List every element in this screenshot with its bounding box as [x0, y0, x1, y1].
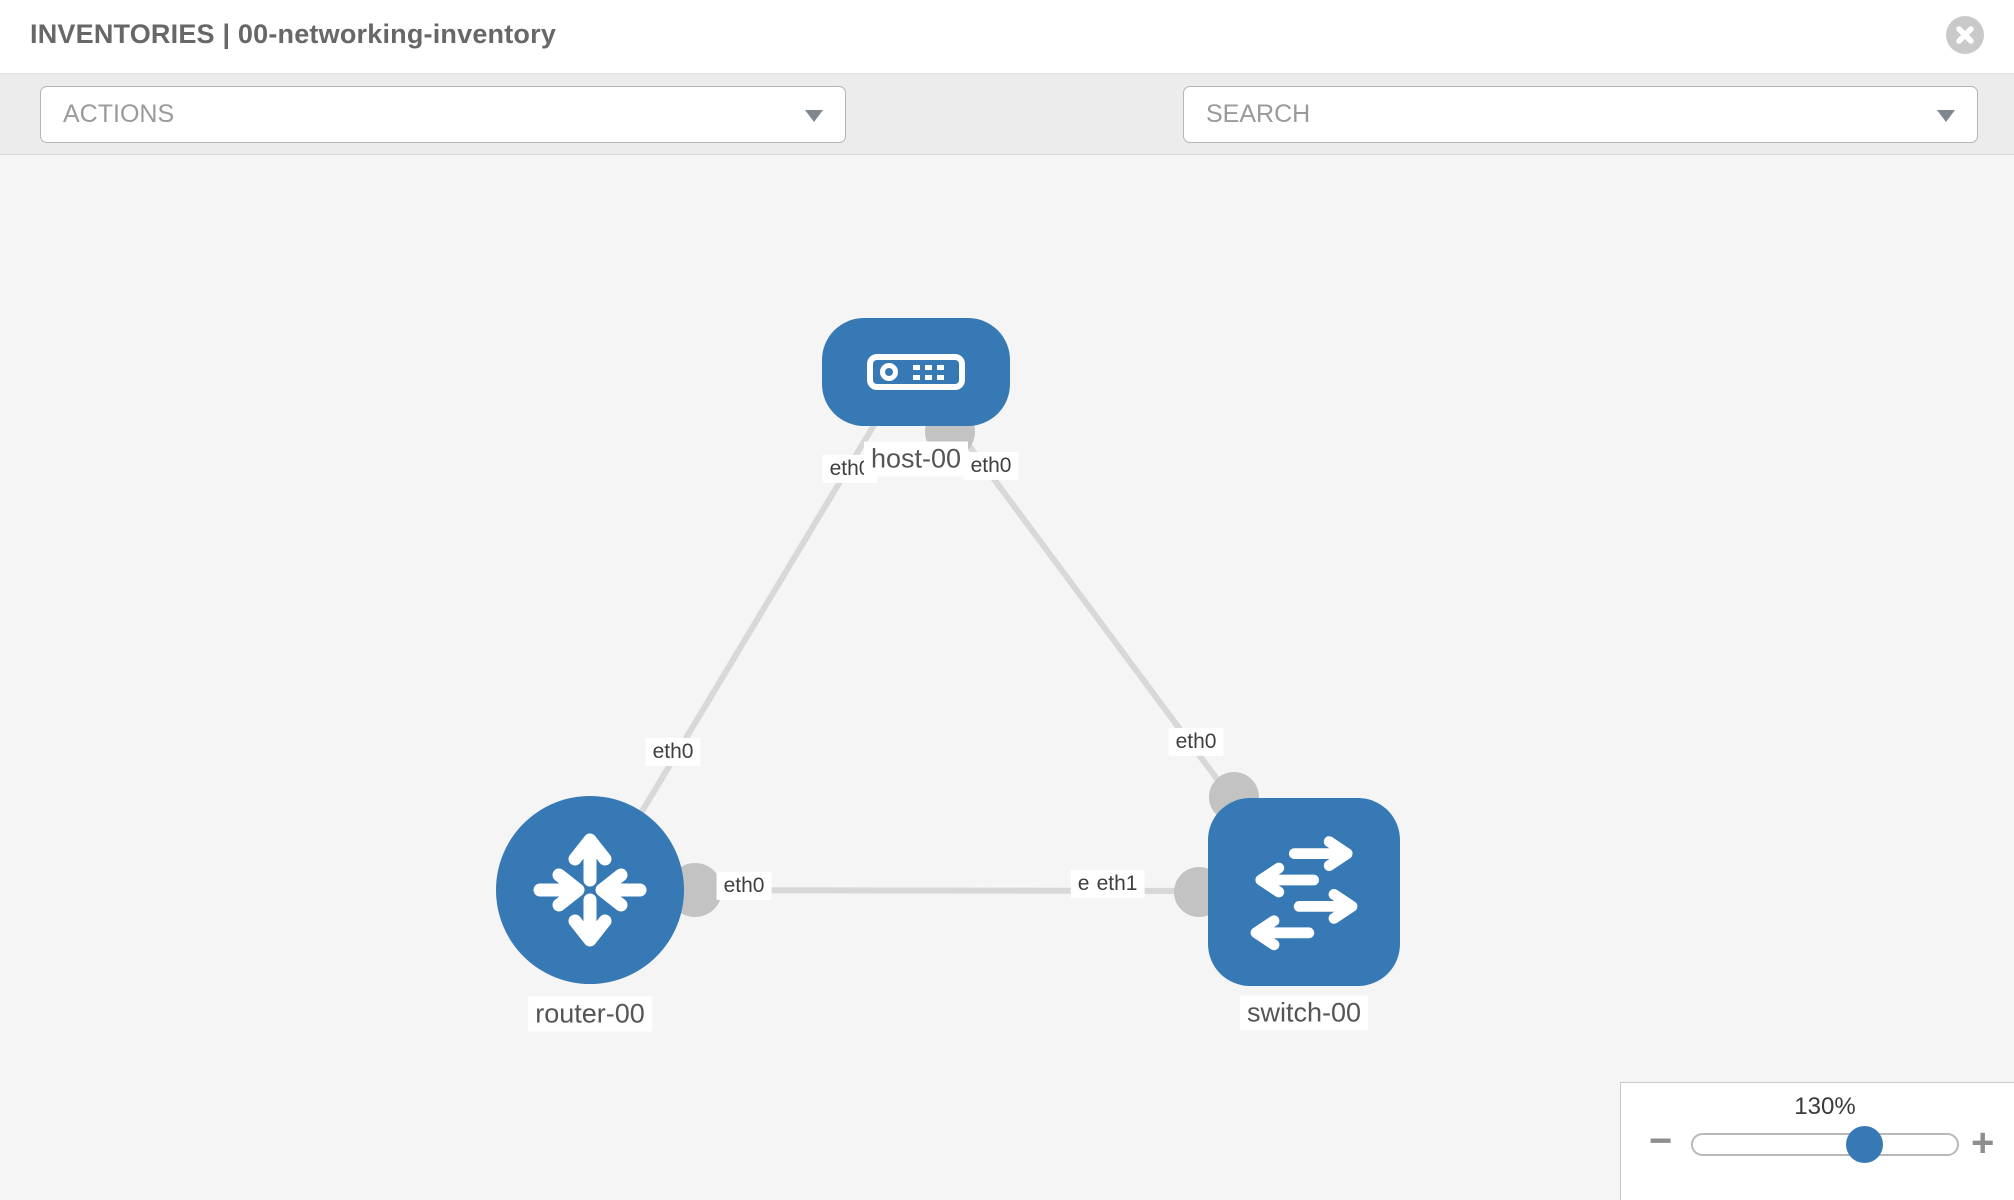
- switch-arrows-icon: [1250, 836, 1358, 951]
- topology-canvas[interactable]: eth0 eth0 eth0 eth0 eth0 et eth1 host-00…: [0, 155, 2014, 1200]
- node-host-00[interactable]: [822, 318, 1010, 426]
- zoom-level-value: 130%: [1794, 1093, 1856, 1120]
- close-icon[interactable]: [1946, 16, 1984, 54]
- page-title: INVENTORIES | 00-networking-inventory: [30, 19, 557, 49]
- node-router-00[interactable]: [496, 796, 684, 984]
- zoom-slider-track[interactable]: [1691, 1133, 1959, 1156]
- toolbar: ACTIONS SEARCH: [0, 74, 2014, 208]
- node-label-switch: switch-00: [1239, 995, 1369, 1031]
- chevron-down-icon: [1937, 110, 1955, 122]
- actions-dropdown[interactable]: ACTIONS: [40, 86, 846, 143]
- zoom-in-button[interactable]: +: [1971, 1121, 1995, 1165]
- actions-dropdown-label: ACTIONS: [63, 100, 175, 128]
- server-icon: [867, 354, 965, 390]
- header-bar: INVENTORIES | 00-networking-inventory: [0, 0, 2014, 74]
- node-label-router: router-00: [528, 996, 652, 1032]
- interface-label-switch-left: eth1: [1089, 869, 1145, 899]
- chevron-down-icon: [805, 110, 823, 122]
- edges-layer: [599, 407, 1259, 917]
- node-switch-00[interactable]: [1208, 798, 1400, 986]
- search-dropdown[interactable]: SEARCH: [1183, 86, 1978, 143]
- search-dropdown-label: SEARCH: [1206, 100, 1311, 128]
- zoom-panel: 130% − +: [1620, 1082, 2014, 1200]
- router-arrows-icon: [533, 833, 647, 947]
- zoom-out-button[interactable]: −: [1649, 1119, 1673, 1163]
- zoom-slider-thumb[interactable]: [1846, 1126, 1883, 1163]
- interface-label-host-switch-edge: eth0: [1168, 727, 1224, 757]
- interface-label-router-right: eth0: [716, 871, 772, 901]
- interface-label-router-host-edge: eth0: [645, 737, 701, 767]
- node-label-host: host-00: [863, 441, 969, 477]
- interface-label-host-right: eth0: [963, 451, 1019, 481]
- close-x-glyph: [1956, 26, 1974, 44]
